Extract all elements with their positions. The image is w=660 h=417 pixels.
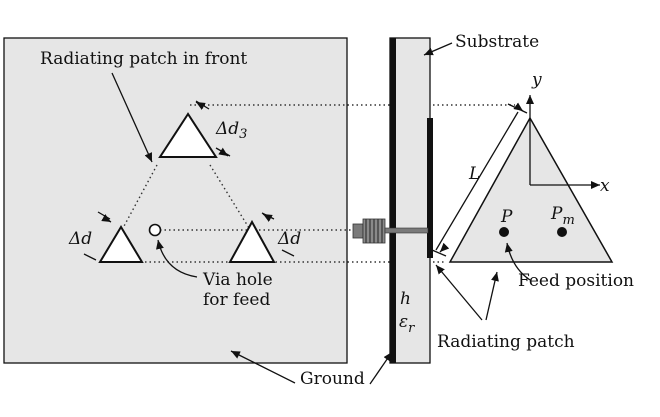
label-delta-d3: Δd3 — [215, 119, 247, 142]
ground-plane — [3, 37, 348, 364]
length-dimension — [431, 102, 528, 257]
pointer-radiating-front-view — [485, 271, 499, 321]
label-via-line2: for feed — [203, 290, 270, 310]
label-axis-x: x — [600, 176, 610, 196]
label-radiating-front: Radiating patch in front — [40, 49, 247, 69]
feed-point-p — [499, 227, 509, 237]
radiating-patch-large — [448, 116, 614, 263]
ground-layer-side — [390, 38, 396, 363]
delta-d-right-marks — [261, 212, 295, 257]
pointer-feed-position — [504, 242, 531, 281]
delta-d3-marks — [195, 100, 231, 157]
label-pm: Pm — [550, 204, 575, 228]
pointer-h-eps — [369, 351, 393, 385]
label-p: P — [500, 207, 513, 227]
patch-layer-side — [427, 118, 433, 258]
top-triangle-patch — [158, 112, 218, 158]
coordinate-axes — [526, 95, 600, 189]
feed-connector — [352, 218, 429, 244]
label-feed-position: Feed position — [518, 271, 634, 291]
label-epsilon-r: εr — [399, 312, 415, 336]
delta-d-left-marks — [83, 211, 112, 261]
feed-point-pm — [557, 227, 567, 237]
label-delta-d-right: Δd — [277, 229, 301, 249]
pointer-ground — [230, 350, 296, 384]
label-substrate: Substrate — [455, 32, 539, 52]
label-radiating-patch: Radiating patch — [437, 332, 575, 352]
label-axis-y: y — [531, 70, 542, 90]
label-via-line1: Via hole — [202, 270, 273, 290]
pointer-radiating-side — [435, 264, 483, 321]
left-triangle-patch — [98, 225, 144, 263]
right-triangle-patch — [228, 219, 276, 263]
label-delta-d-left: Δd — [68, 229, 92, 249]
pointer-radiating-front — [111, 72, 153, 163]
label-L: L — [468, 164, 480, 184]
label-h: h — [400, 289, 411, 309]
pointer-substrate — [423, 42, 453, 56]
pointer-via-hole — [156, 239, 198, 278]
via-hole — [148, 223, 162, 237]
label-ground: Ground — [300, 369, 365, 389]
